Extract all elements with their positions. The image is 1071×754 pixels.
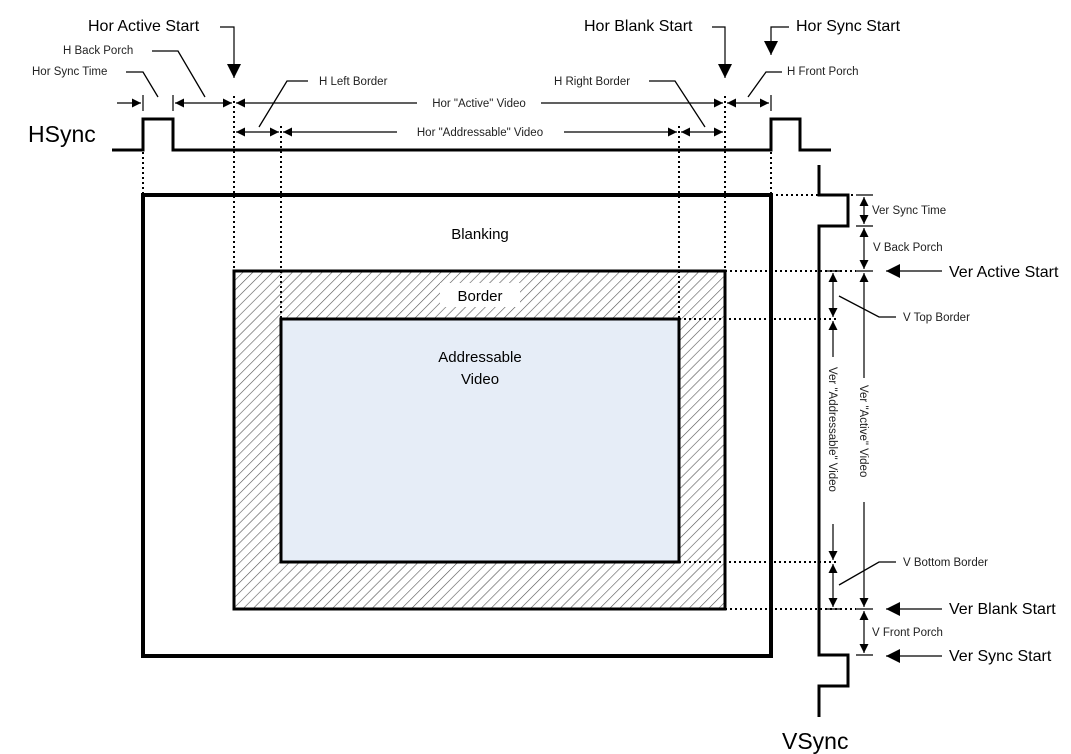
addressable-video-region — [279, 317, 681, 564]
hor-addressable-video-label: Hor "Addressable" Video — [417, 127, 543, 139]
ver-active-video-label: Ver "Active" Video — [857, 385, 869, 477]
hor-blank-start-label: Hor Blank Start — [584, 18, 693, 35]
h-left-border-leader — [258, 80, 308, 128]
h-right-border-leader — [649, 80, 706, 128]
hsync-label: HSync — [28, 121, 96, 147]
v-top-border-leader — [838, 295, 896, 318]
v-bottom-border-leader — [838, 561, 896, 586]
hor-sync-start-pointer — [764, 26, 789, 55]
v-bottom-border-label: V Bottom Border — [903, 557, 988, 569]
addressable-label-line1: Addressable — [438, 349, 521, 366]
vsync-label: VSync — [782, 728, 848, 754]
border-label: Border — [457, 288, 502, 305]
vsync-waveform — [817, 165, 850, 717]
v-back-porch-label: V Back Porch — [873, 242, 943, 254]
ver-blank-start-label: Ver Blank Start — [949, 601, 1056, 618]
ver-active-start-label: Ver Active Start — [949, 264, 1059, 281]
hsync-waveform — [112, 117, 831, 152]
hor-active-start-pointer — [220, 26, 241, 78]
addressable-label-line2: Video — [461, 371, 499, 388]
ver-sync-time-label: Ver Sync Time — [872, 205, 946, 217]
hor-sync-time-leader — [126, 71, 159, 98]
hor-sync-time-label: Hor Sync Time — [32, 66, 107, 78]
border-label-bg — [440, 283, 520, 307]
blanking-region — [141, 193, 773, 658]
h-back-porch-label: H Back Porch — [63, 45, 133, 57]
hor-active-video-label: Hor "Active" Video — [432, 98, 526, 110]
h-right-border-label: H Right Border — [554, 76, 630, 88]
h-back-porch-leader — [152, 50, 206, 98]
v-front-porch-label: V Front Porch — [872, 627, 943, 639]
hor-blank-start-pointer — [712, 26, 732, 78]
hor-sync-start-label: Hor Sync Start — [796, 18, 901, 35]
ver-addressable-video-label: Ver "Addressable" Video — [826, 367, 838, 492]
v-top-border-label: V Top Border — [903, 312, 970, 324]
ver-sync-start-label: Ver Sync Start — [949, 648, 1052, 665]
h-front-porch-leader — [747, 71, 782, 98]
hor-active-start-label: Hor Active Start — [88, 18, 200, 35]
h-front-porch-label: H Front Porch — [787, 66, 859, 78]
blanking-label: Blanking — [451, 226, 509, 243]
h-left-border-label: H Left Border — [319, 76, 388, 88]
